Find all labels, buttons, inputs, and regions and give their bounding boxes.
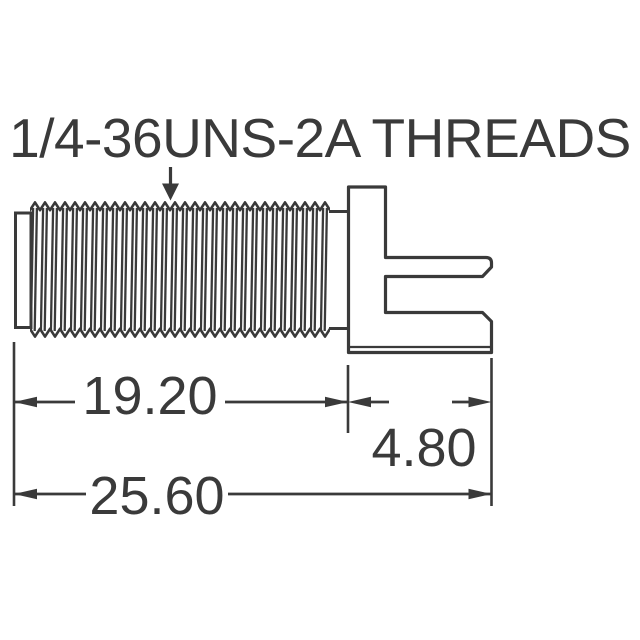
dimension-overall-length: 25.60	[14, 466, 492, 526]
thread-callout: 1/4-36UNS-2A THREADS	[9, 107, 631, 201]
arrowhead-left-icon	[348, 396, 371, 408]
threaded-shaft	[14, 199, 348, 341]
shaft-end-cap	[14, 211, 33, 329]
callout-leader-arrow-icon	[162, 167, 179, 201]
thread-section	[30, 199, 330, 341]
dimension-thread-length: 19.20	[14, 366, 348, 426]
arrowhead-left-icon	[14, 488, 37, 500]
mounting-bracket	[346, 185, 494, 355]
dimension-annotations: 19.20 4.80 25.60	[12, 342, 493, 526]
thread-spec-label: 1/4-36UNS-2A THREADS	[9, 107, 631, 169]
arrowhead-left-icon	[14, 396, 37, 408]
dimension-tab-depth: 4.80	[348, 396, 492, 478]
arrowhead-right-icon	[468, 488, 492, 500]
arrowhead-right-icon	[325, 396, 348, 408]
overall-length-value: 25.60	[89, 466, 224, 526]
arrowhead-right-icon	[468, 396, 492, 408]
part-drawing	[14, 185, 494, 355]
tab-depth-value: 4.80	[371, 418, 476, 478]
bracket-outline	[346, 185, 494, 355]
thread-length-value: 19.20	[82, 366, 217, 426]
